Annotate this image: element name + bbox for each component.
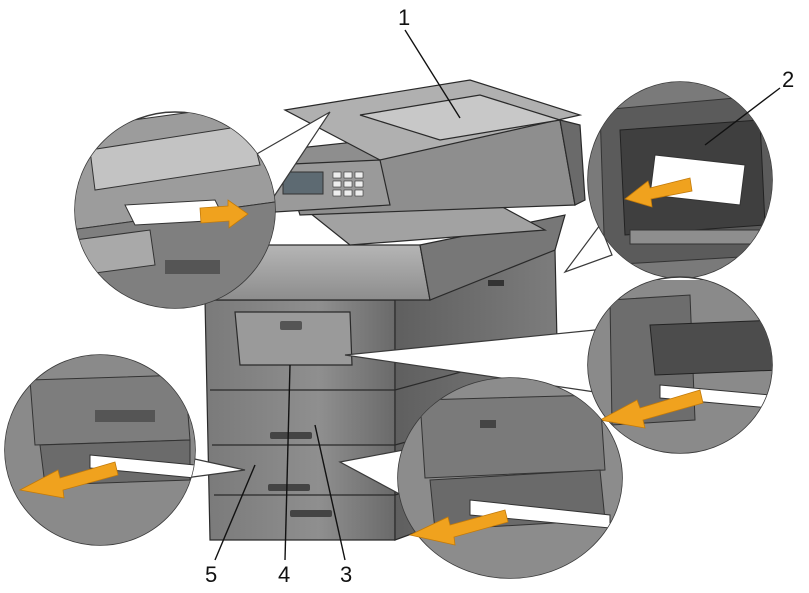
pull-out-arrow-icon (408, 509, 509, 546)
front-cover (234, 311, 353, 366)
callout-5: 5 (205, 562, 217, 587)
leader-line-2 (704, 87, 781, 146)
zoom-left-tray-jam (4, 354, 196, 546)
side-slot (488, 280, 504, 286)
leader-line-1 (404, 29, 461, 119)
tray-1-handle (270, 432, 312, 439)
jammed-paper-icon (89, 454, 195, 479)
pull-out-arrow-icon (18, 461, 119, 499)
zoom-tray-jam (397, 377, 623, 579)
scanner-side (559, 119, 586, 206)
callout-3: 3 (340, 562, 352, 587)
callout-2: 2 (782, 67, 794, 92)
front-cover-latch (280, 321, 302, 330)
operator-panel-keypad (332, 171, 364, 197)
zoom-beam-2 (563, 223, 613, 274)
tray-2-handle (268, 484, 310, 491)
tray-3-handle (290, 510, 332, 517)
operator-panel-screen (282, 171, 324, 195)
leader-line-3 (314, 424, 346, 561)
leader-line-5 (214, 464, 256, 561)
pull-out-arrow-icon (199, 199, 249, 229)
leader-line-4 (284, 364, 291, 561)
callout-1: 1 (398, 5, 410, 30)
pull-out-arrow-icon (598, 389, 704, 429)
printer-main-body (203, 79, 586, 541)
callout-4: 4 (278, 562, 290, 587)
zoom-side-jam (587, 276, 773, 454)
pull-out-arrow-icon (624, 177, 693, 208)
zoom-rear-jam (587, 81, 773, 279)
